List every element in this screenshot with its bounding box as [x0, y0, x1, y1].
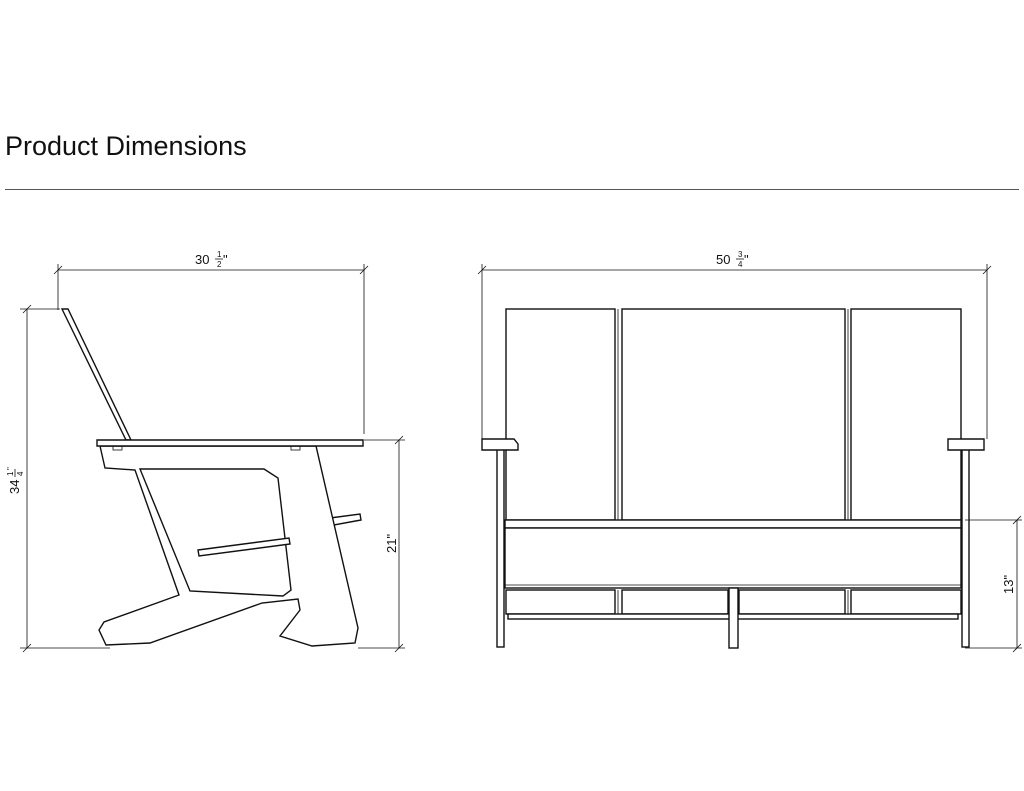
seat-height-label: 13" — [1001, 575, 1016, 594]
side-height-den: 4 — [16, 471, 25, 476]
front-width-num: 3 — [738, 250, 743, 259]
side-height-dimension: 34 1 4 " — [6, 304, 110, 653]
front-width-den: 4 — [738, 260, 743, 269]
front-width-unit: " — [744, 252, 749, 267]
side-view-chair — [60, 308, 364, 647]
title-divider — [5, 189, 1019, 190]
page-title: Product Dimensions — [5, 131, 247, 161]
seat-height-dimension: 13" — [965, 515, 1022, 653]
side-width-num: 1 — [217, 250, 222, 259]
front-view-sofa — [481, 308, 985, 649]
side-height-num: 1 — [6, 471, 15, 476]
side-height-whole: 34 — [7, 480, 22, 494]
side-width-whole: 30 — [195, 252, 209, 267]
front-width-dimension: 50 3 4 " — [477, 250, 992, 439]
front-width-whole: 50 — [716, 252, 730, 267]
side-width-unit: " — [223, 252, 228, 267]
side-width-dimension: 30 1 2 " — [53, 250, 369, 434]
side-height-unit: " — [6, 467, 15, 470]
arm-height-label: 21" — [384, 534, 399, 553]
arm-height-dimension: 21" — [358, 435, 405, 653]
side-width-den: 2 — [217, 260, 222, 269]
